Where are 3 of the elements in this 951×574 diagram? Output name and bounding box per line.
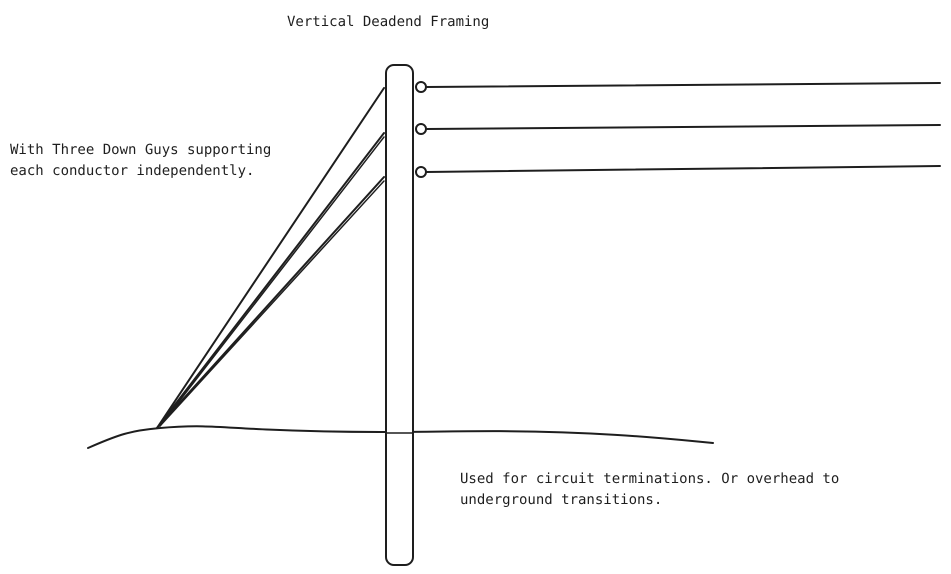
- note-text: With Three Down Guys supporting each conductor independently.: [10, 141, 272, 181]
- note-text: Used for circuit terminations. Or overhead to underground transitions.: [460, 470, 840, 510]
- diagram-title: Vertical Deadend Framing: [287, 13, 490, 32]
